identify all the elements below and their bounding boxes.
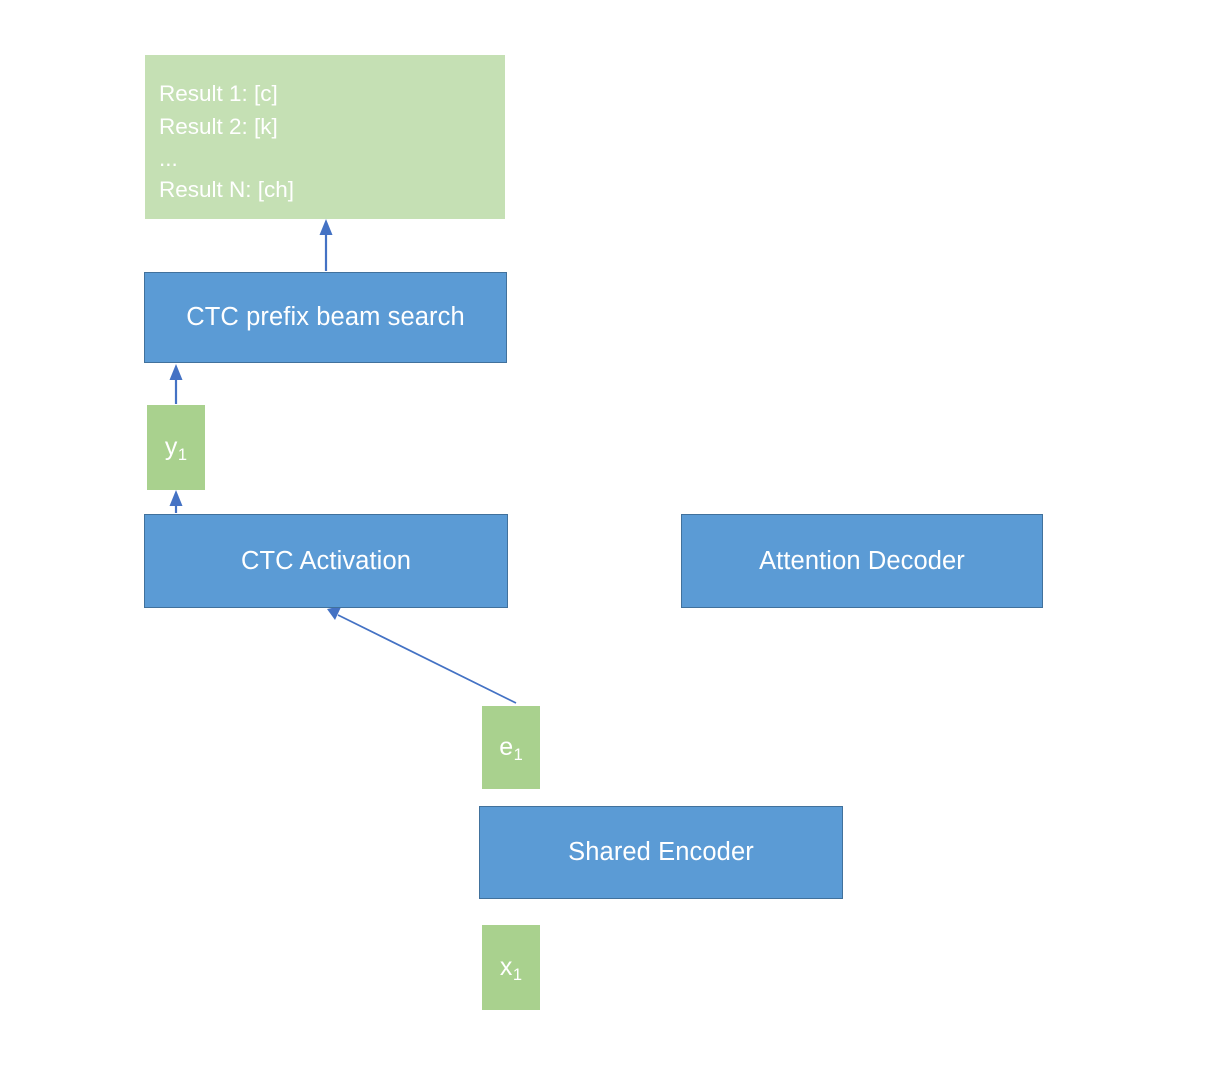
tensor-base: e (499, 733, 514, 761)
result-line-1: Result 1: [c] (159, 81, 278, 106)
node-tensor-e1: e1 (482, 706, 540, 789)
node-label: Attention Decoder (759, 546, 965, 575)
tensor-label-y1: y1 (164, 433, 188, 464)
results-output-box: Result 1: [c] Result 2: [k] ... Result N… (145, 55, 505, 219)
node-label: CTC prefix beam search (186, 303, 465, 331)
tensor-subscript: 1 (177, 445, 188, 464)
node-label: Shared Encoder (568, 838, 754, 866)
connector-e1-to-ctc-activation (327, 606, 517, 704)
node-label: CTC Activation (240, 546, 412, 575)
result-line-2: Result 2: [k] (159, 114, 278, 140)
connector-beam-search-to-results (319, 219, 333, 271)
node-tensor-y1: y1 (147, 405, 205, 490)
tensor-base: y (164, 433, 178, 461)
connector-ctc-activation-to-y1 (169, 490, 183, 513)
result-line-n: Result N: [ch] (159, 176, 295, 202)
node-shared-encoder[interactable]: Shared Encoder (479, 806, 843, 899)
tensor-base: x (499, 953, 513, 981)
node-tensor-x1: x1 (482, 925, 540, 1010)
node-attention-decoder[interactable]: Attention Decoder (681, 514, 1043, 608)
node-ctc-prefix-beam-search[interactable]: CTC prefix beam search (144, 272, 507, 363)
result-line-ellipsis: ... (159, 145, 178, 171)
tensor-label-e1: e1 (499, 733, 523, 764)
tensor-subscript: 1 (513, 745, 523, 764)
connector-y1-to-beam-search (169, 364, 183, 404)
tensor-subscript: 1 (512, 965, 523, 984)
node-ctc-activation[interactable]: CTC Activation (144, 514, 508, 608)
tensor-label-x1: x1 (499, 953, 523, 984)
